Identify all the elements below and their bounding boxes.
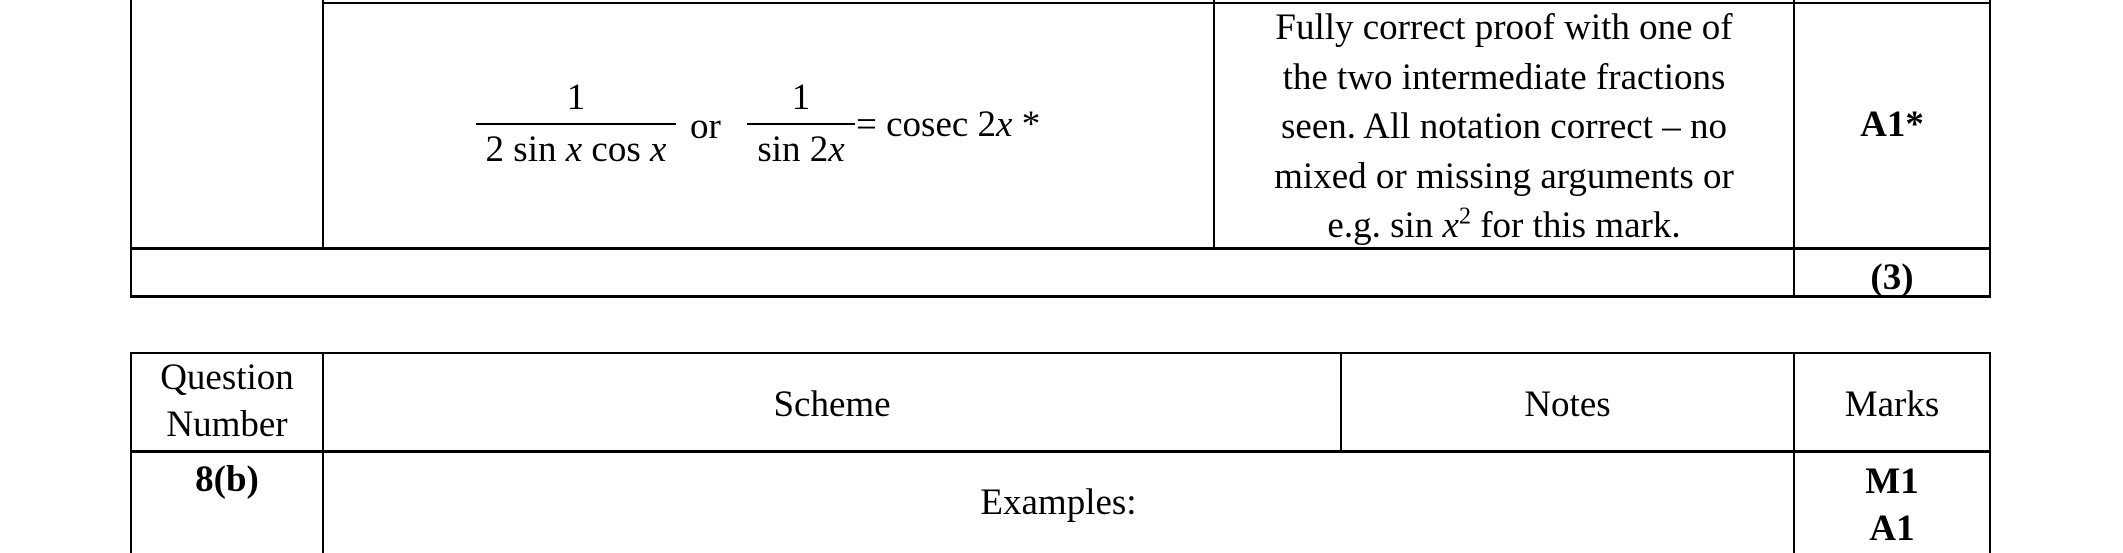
or-text: or [690, 106, 721, 147]
table-border [130, 352, 1991, 354]
table-border [130, 352, 132, 553]
table-border [322, 0, 324, 250]
table-border [1989, 0, 1991, 298]
numerator: 1 [566, 77, 586, 118]
denominator: 2 sin x cos x [485, 129, 667, 170]
header-notes: Notes [1524, 384, 1611, 425]
question-number: 8(b) [195, 459, 259, 500]
fraction-2: 1 sin 2x [747, 76, 855, 172]
table-border [1340, 352, 1342, 452]
notes-text: Fully correct proof with one of the two … [1274, 7, 1734, 246]
table-border [130, 450, 1991, 453]
header-marks: Marks [1844, 384, 1940, 425]
marks-cell: M1 A1 [1865, 461, 1919, 549]
table-border [1793, 352, 1795, 553]
fraction-bar [476, 123, 676, 125]
table-border [1793, 0, 1795, 298]
table-border [130, 247, 1991, 250]
fraction-bar [747, 123, 855, 125]
mark-a1-star: A1* [1860, 104, 1924, 145]
total-marks: (3) [1870, 257, 1914, 298]
table-border [1989, 352, 1991, 553]
table-border [1213, 0, 1215, 250]
denominator: sin 2x [757, 129, 845, 170]
formula-rhs: = cosec 2x * [856, 104, 1041, 145]
table-border [130, 0, 132, 298]
table-border [130, 295, 1991, 298]
fraction-1: 1 2 sin x cos x [476, 76, 676, 172]
scheme-examples: Examples: [980, 482, 1137, 523]
numerator: 1 [791, 77, 811, 118]
header-scheme: Scheme [773, 384, 891, 425]
header-question-number: Question Number [160, 357, 294, 445]
table-border [322, 352, 324, 553]
table-border [322, 2, 1991, 4]
